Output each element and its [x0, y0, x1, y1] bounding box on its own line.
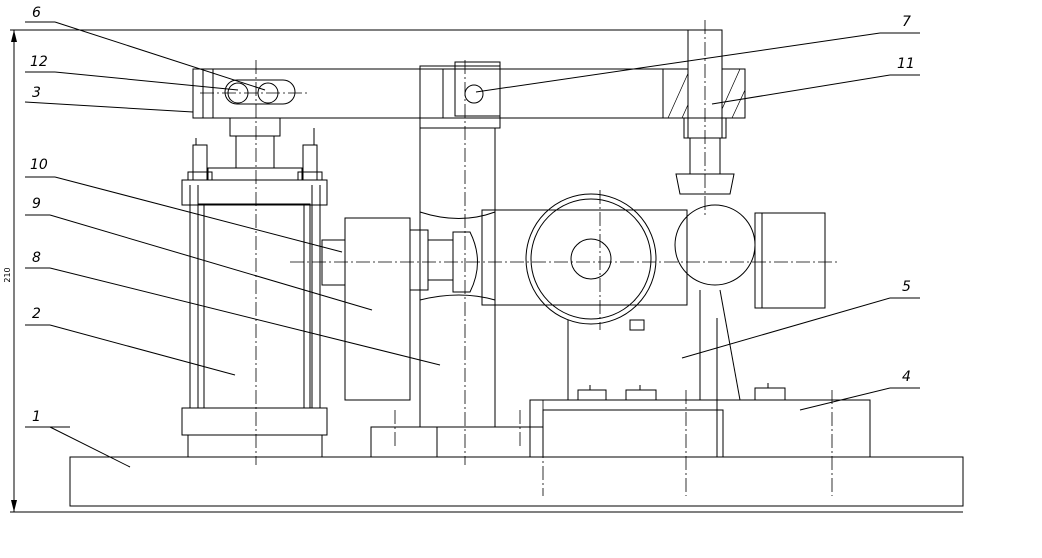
callout-12: 12 [30, 54, 48, 70]
callout-11: 11 [897, 56, 915, 72]
mounting-block-middle [370, 410, 544, 458]
height-dimension-text: 210 [3, 267, 12, 282]
clamp-body [481, 190, 826, 457]
callout-3: 3 [32, 85, 41, 101]
callout-9: 9 [32, 196, 41, 212]
callout-8: 8 [32, 250, 41, 266]
callout-4: 4 [902, 369, 911, 385]
callout-6: 6 [32, 5, 41, 21]
callout-1: 1 [32, 409, 41, 425]
pneumatic-cylinder [181, 60, 328, 465]
vertical-post [419, 60, 501, 465]
callout-10: 10 [30, 157, 48, 173]
callout-5: 5 [902, 279, 911, 295]
height-dimension: 2 10 [3, 29, 690, 513]
base-plate [69, 456, 964, 513]
callout-7: 7 [902, 14, 911, 30]
upper-lever [192, 20, 746, 215]
callout-2: 2 [32, 306, 41, 322]
callout-labels: 6 12 3 10 9 8 2 1 7 11 5 4 [30, 5, 915, 425]
callout-leaders [24, 21, 920, 468]
slider-assembly [290, 217, 840, 401]
